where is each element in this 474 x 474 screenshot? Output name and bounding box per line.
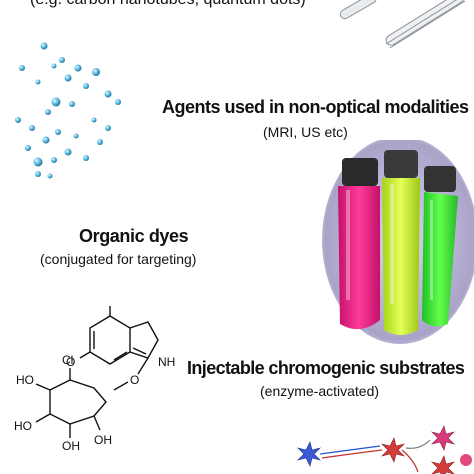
probe-dot	[460, 454, 472, 466]
organic-dyes-subtitle: (conjugated for targeting)	[40, 251, 197, 267]
chromogenic-substrate-structure: Br Cl NH HO HO OH OH O O	[14, 304, 175, 453]
chromogenic-title: Injectable chromogenic substrates	[187, 358, 465, 378]
vial-green	[422, 192, 458, 327]
nanotube-long	[385, 0, 466, 49]
atom-ho-1: HO	[16, 373, 34, 387]
starburst-mid	[381, 437, 405, 463]
atom-ho-2: HO	[14, 419, 32, 433]
non-optical-subtitle: (MRI, US etc)	[263, 124, 348, 140]
vial-pink	[338, 186, 380, 330]
organic-dyes-title: Organic dyes	[79, 226, 189, 246]
dye-vials-photo	[322, 140, 474, 344]
starburst-left	[297, 441, 321, 467]
starburst-right	[431, 425, 455, 474]
top-caption: (e.g. carbon nanotubes, quantum dots)	[30, 0, 306, 9]
vial-yellow	[382, 178, 420, 335]
vial-cap-right	[424, 166, 456, 192]
atom-o-link: O	[130, 373, 139, 387]
non-optical-title: Agents used in non-optical modalities	[162, 97, 469, 117]
atom-cl: Cl	[62, 353, 73, 367]
quantum-dots-scatter	[15, 42, 121, 179]
atom-br: Br	[105, 304, 117, 307]
nanotube-illustration	[339, 0, 466, 49]
linker-strands	[319, 439, 431, 473]
atom-oh-2: OH	[94, 433, 112, 447]
vial-cap-middle	[384, 150, 418, 178]
vial-cap-left	[342, 158, 378, 186]
atom-nh: NH	[158, 355, 175, 369]
enzyme-activation-illustration	[297, 425, 472, 474]
atom-oh-1: OH	[62, 439, 80, 453]
chromogenic-subtitle: (enzyme-activated)	[260, 383, 380, 399]
nanotube-short	[339, 0, 377, 20]
atom-o-ring: O	[66, 355, 75, 369]
